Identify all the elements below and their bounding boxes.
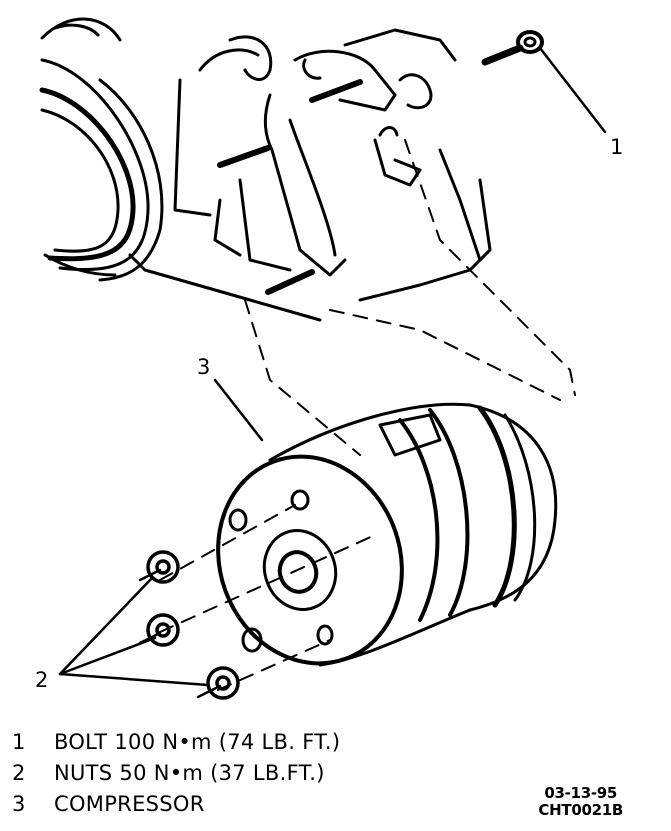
compressor-drawing [216, 402, 558, 667]
legend-item-nuts: 2 NUTS 50 N•m (37 LB.FT.) [12, 761, 340, 792]
legend-number: 1 [12, 730, 26, 754]
legend-text: BOLT 100 N•m (74 LB. FT.) [54, 730, 341, 754]
figure-stamp: 03-13-95 CHT0021B [538, 785, 623, 819]
callout-leader-2 [58, 576, 210, 687]
figure-code: CHT0021B [538, 801, 623, 819]
legend-item-compressor: 3 COMPRESSOR [12, 792, 340, 823]
parts-legend: 1 BOLT 100 N•m (74 LB. FT.) 2 NUTS 50 N•… [12, 730, 340, 823]
engine-bracket-drawing [128, 28, 492, 322]
callout-label-1: 1 [610, 135, 624, 159]
legend-text: NUTS 50 N•m (37 LB.FT.) [54, 761, 325, 785]
callout-leader-1 [538, 46, 607, 134]
legend-text: COMPRESSOR [54, 792, 205, 816]
callout-label-2: 2 [35, 668, 49, 692]
legend-number: 2 [12, 761, 26, 785]
engine-pulley-drawing [39, 17, 164, 282]
alignment-lines [159, 139, 576, 691]
callout-leader-3 [213, 378, 264, 442]
bolt-drawing [481, 30, 544, 66]
callout-label-3: 3 [197, 355, 211, 379]
legend-item-bolt: 1 BOLT 100 N•m (74 LB. FT.) [12, 730, 340, 761]
legend-number: 3 [12, 792, 26, 816]
nuts-drawing [138, 550, 240, 700]
mounting-studs-drawing [217, 79, 363, 295]
compressor-mounting-illustration [39, 17, 607, 700]
figure-date: 03-13-95 [544, 784, 618, 802]
